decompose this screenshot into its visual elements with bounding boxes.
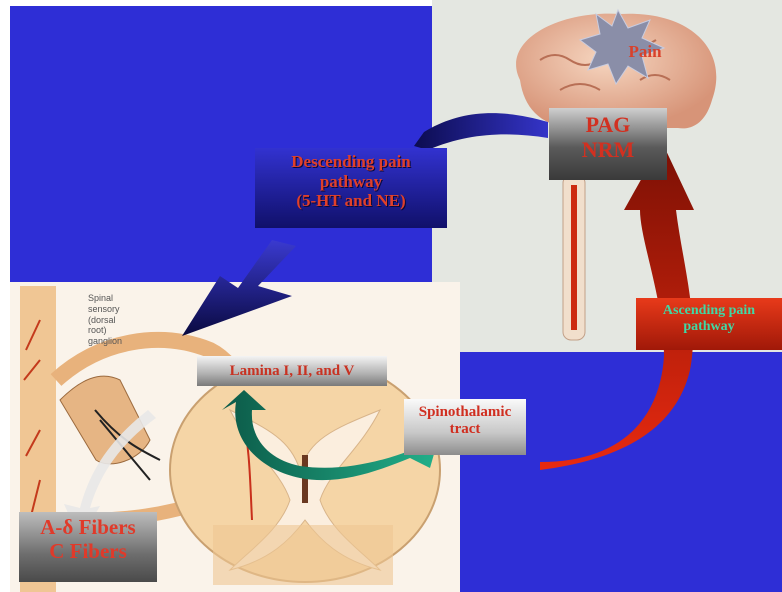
ganglion-line-2: sensory — [88, 304, 158, 315]
lamina-box: Lamina I, II, and V — [197, 356, 387, 386]
descending-pathway-box: Descending pain pathway (5-HT and NE) — [255, 148, 447, 228]
ascending-line-1: Ascending pain — [636, 303, 782, 319]
c-fibers-label: C Fibers — [19, 539, 157, 563]
ganglion-line-1: Spinal — [88, 293, 158, 304]
a-delta-fibers-label: A-δ Fibers — [19, 515, 157, 539]
pain-label: Pain — [605, 42, 685, 62]
ganglion-line-4: root) — [88, 325, 158, 336]
fibers-box: A-δ Fibers C Fibers — [19, 512, 157, 582]
descending-line-1: Descending pain — [255, 152, 447, 172]
descending-line-2: pathway — [255, 172, 447, 192]
ganglion-caption: Spinal sensory (dorsal root) ganglion — [88, 293, 158, 347]
descending-line-3: (5-HT and NE) — [255, 191, 447, 211]
pag-nrm-box: PAG NRM — [549, 108, 667, 180]
ascending-line-2: pathway — [636, 319, 782, 335]
nrm-label: NRM — [549, 137, 667, 162]
spinothalamic-line-1: Spinothalamic — [404, 404, 526, 421]
spinothalamic-line-2: tract — [404, 421, 526, 438]
pag-label: PAG — [549, 112, 667, 137]
spinothalamic-box: Spinothalamic tract — [404, 399, 526, 455]
ascending-pathway-box: Ascending pain pathway — [636, 298, 782, 350]
ganglion-line-5: ganglion — [88, 336, 158, 347]
ganglion-line-3: (dorsal — [88, 315, 158, 326]
